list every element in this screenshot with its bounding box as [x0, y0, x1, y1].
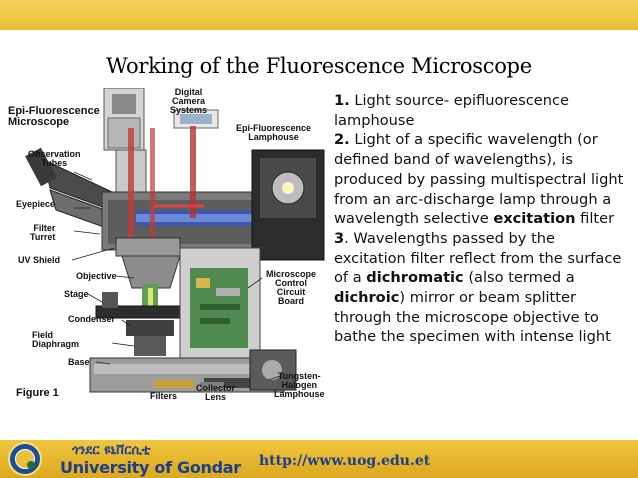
slide-title: Working of the Fluorescence Microscope — [106, 54, 532, 78]
label-stage: Stage — [64, 289, 89, 299]
point-2-text: Light of a specific wavelength (or defin… — [334, 131, 624, 228]
point-2: 2. Light of a specific wavelength (or de… — [334, 130, 624, 229]
point-3-text-c: ) mirror or beam splitter through the mi… — [334, 289, 611, 346]
point-1-text: Light source- epifluorescence lamphouse — [334, 92, 569, 129]
microscope-illustration — [25, 88, 325, 393]
point-2-tail: filter — [575, 210, 615, 228]
point-1: 1. Light source- epifluorescence lamphou… — [334, 91, 624, 130]
university-name: University of Gondar — [60, 458, 241, 477]
point-2-bold: excitation — [493, 210, 576, 228]
figure-caption: Figure 1 — [16, 387, 59, 399]
point-3-bold-a: dichromatic — [366, 269, 464, 287]
label-condenser: Condenser — [68, 314, 116, 324]
point-3: 3. Wavelengths passed by the excitation … — [334, 229, 624, 347]
point-1-number: 1. — [334, 92, 350, 109]
footer-banner — [0, 440, 638, 478]
point-3-bold-b: dichroic — [334, 289, 400, 307]
label-base: Base — [68, 357, 90, 367]
point-2-number: 2. — [334, 131, 350, 149]
label-filters: Filters — [150, 391, 178, 401]
label-uv-shield: UV Shield — [18, 255, 61, 265]
point-3-text-a: . Wavelengths passed by the excitation f… — [334, 229, 622, 287]
top-banner — [0, 0, 638, 30]
university-url-link[interactable]: http://www.uog.edu.et — [259, 453, 431, 469]
explanation-text: 1. Light source- epifluorescence lamphou… — [334, 91, 624, 347]
point-3-text-b: (also termed a — [463, 269, 575, 287]
label-objective: Objective — [76, 271, 117, 281]
point-3-number: 3 — [334, 229, 345, 247]
university-logo-icon — [8, 442, 42, 476]
university-name-amharic: ጎንደር ዩኒቨርሲቲ — [72, 443, 151, 458]
label-eyepiece: Eyepiece — [16, 199, 56, 209]
